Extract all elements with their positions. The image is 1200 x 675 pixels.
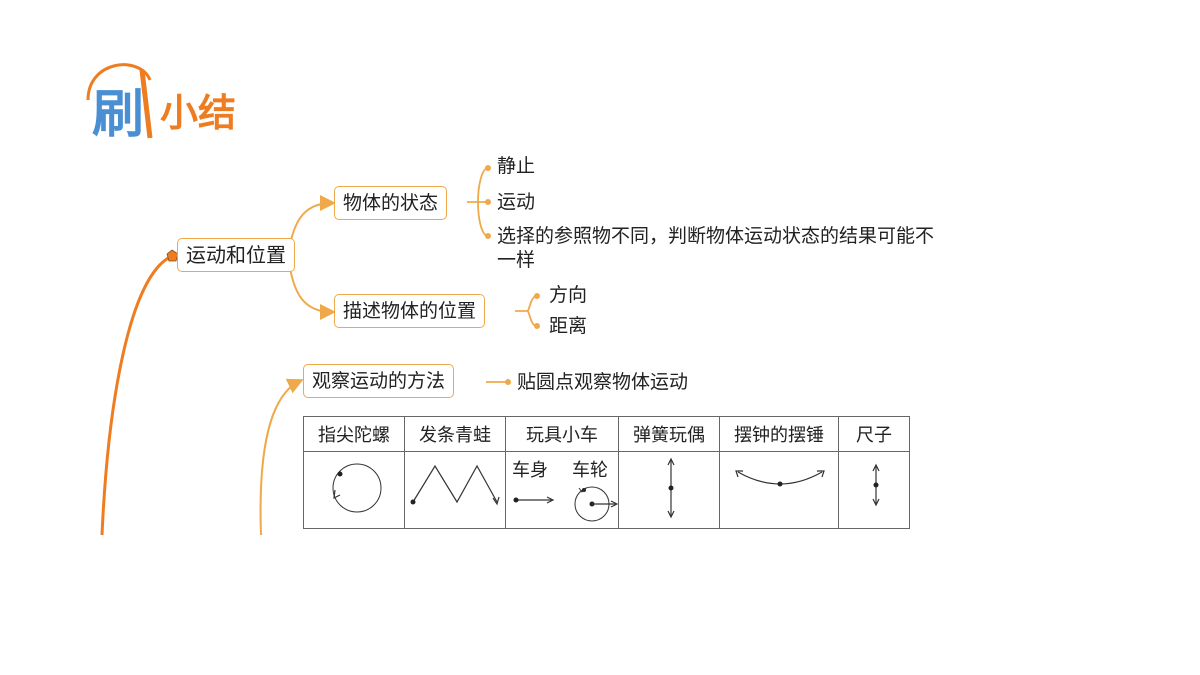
root-node: 运动和位置 bbox=[177, 238, 295, 272]
vertical-motion-icon bbox=[667, 457, 675, 519]
header-spinner: 指尖陀螺 bbox=[303, 416, 405, 452]
cell-spinner bbox=[303, 451, 405, 529]
logo-brush bbox=[139, 69, 153, 139]
car-wheel-label: 车轮 bbox=[572, 460, 608, 481]
header-ruler: 尺子 bbox=[838, 416, 910, 452]
logo-sub: 小结 bbox=[160, 91, 237, 135]
observe-node: 观察运动的方法 bbox=[303, 364, 455, 398]
branch-node-state: 物体的状态 bbox=[334, 186, 448, 220]
root-curve bbox=[100, 254, 173, 536]
cell-spring-doll bbox=[618, 451, 720, 529]
branch2-leaf-lines bbox=[515, 295, 538, 327]
car-motion-icon bbox=[513, 486, 618, 522]
leaf-distance: 距离 bbox=[549, 315, 588, 337]
header-frog: 发条青蛙 bbox=[404, 416, 506, 452]
observe-leaf: 贴圆点观察物体运动 bbox=[517, 371, 689, 393]
logo-main: 刷 bbox=[92, 85, 144, 145]
short-vertical-motion-icon bbox=[872, 463, 880, 507]
leaf-moving: 运动 bbox=[497, 191, 536, 213]
header-spring-doll: 弹簧玩偶 bbox=[618, 416, 720, 452]
branch1-leaf-lines bbox=[467, 167, 489, 237]
branch-node-position: 描述物体的位置 bbox=[334, 294, 486, 328]
cell-car: 车身 车轮 bbox=[505, 451, 619, 529]
zigzag-motion-icon bbox=[410, 464, 500, 506]
leaf-static: 静止 bbox=[497, 155, 536, 177]
leaf-reference-note: 选择的参照物不同，判断物体运动状态的结果可能不一样 bbox=[497, 225, 935, 271]
cell-frog bbox=[404, 451, 506, 529]
arc-motion-icon bbox=[735, 470, 825, 487]
branch2-connector bbox=[289, 267, 336, 320]
methods-table: 指尖陀螺 发条青蛙 玩具小车 弹簧玩偶 摆钟的摆锤 尺子 车身 车轮 bbox=[303, 416, 910, 529]
branch1-connector bbox=[289, 195, 336, 246]
header-pendulum: 摆钟的摆锤 bbox=[719, 416, 839, 452]
logo-swoosh bbox=[86, 63, 152, 101]
header-car: 玩具小车 bbox=[505, 416, 619, 452]
cell-pendulum bbox=[719, 451, 839, 529]
cell-ruler bbox=[838, 451, 910, 529]
observe-curve bbox=[259, 378, 304, 536]
circle-motion-icon bbox=[332, 463, 382, 513]
car-body-label: 车身 bbox=[512, 460, 548, 481]
leaf-direction: 方向 bbox=[549, 284, 588, 306]
